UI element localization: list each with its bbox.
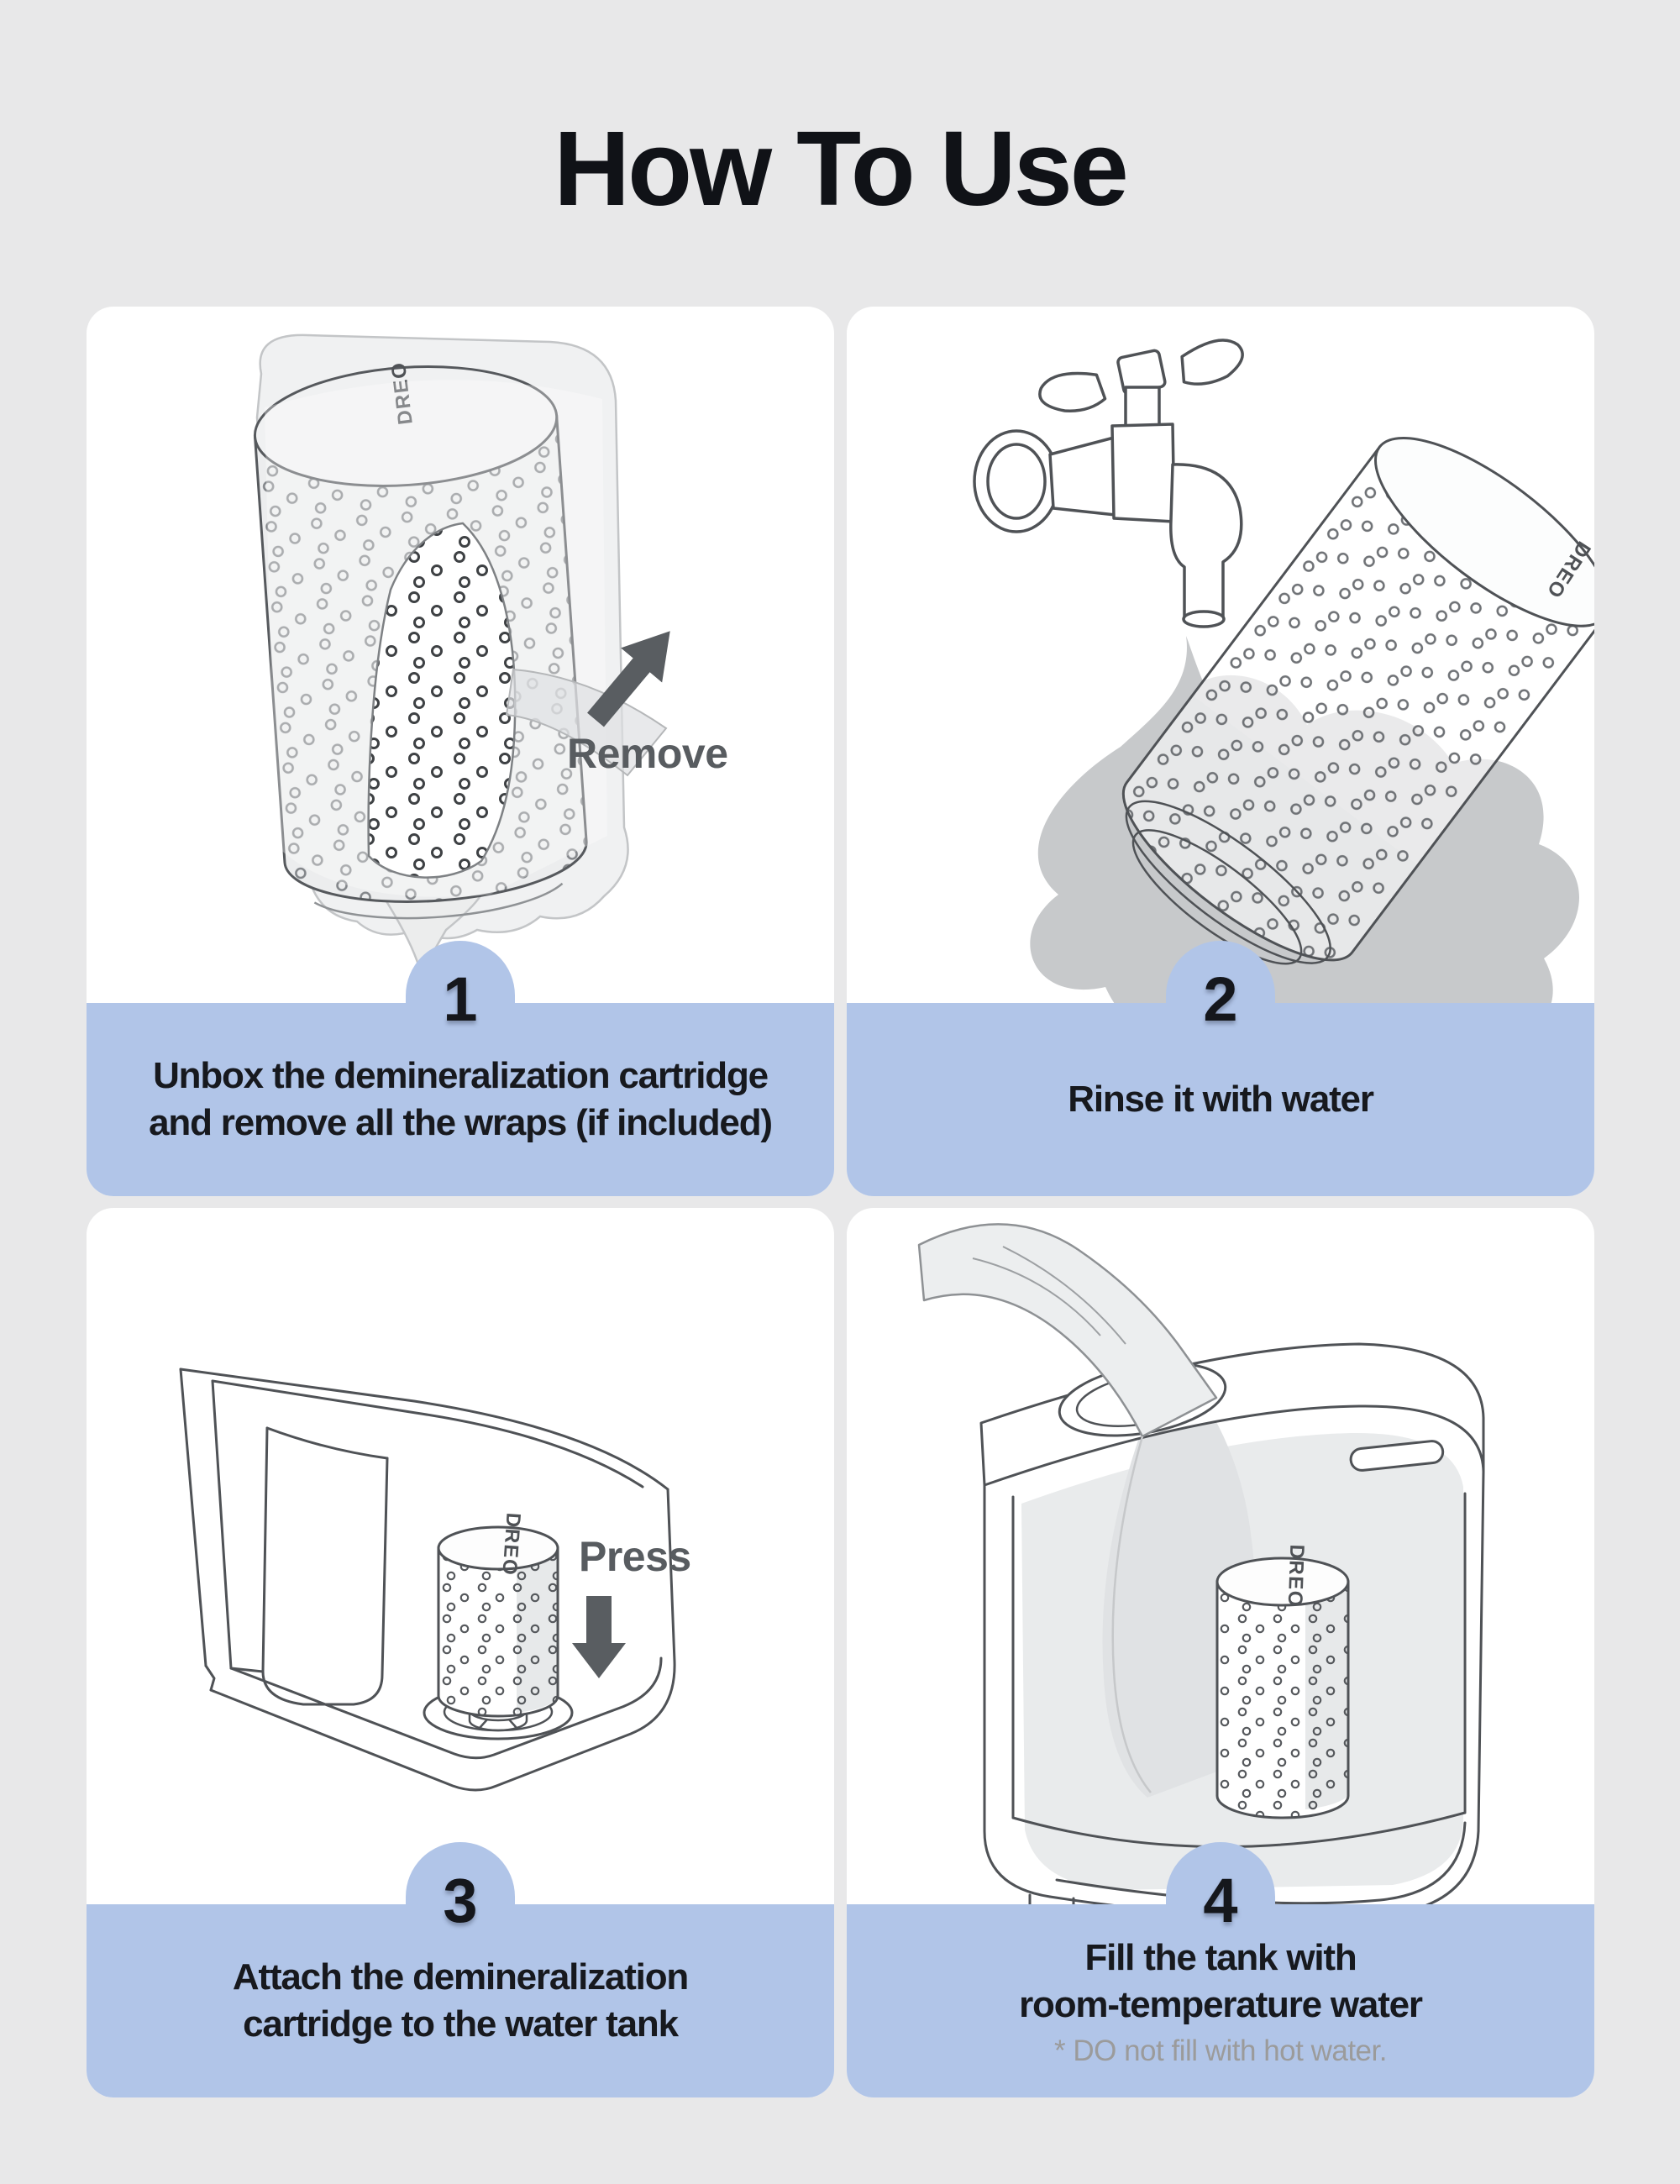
step1-illustration: DREO Remove	[87, 307, 834, 1003]
step-number: 4	[1203, 1866, 1238, 1935]
torn-wrap-window	[367, 522, 517, 879]
caption-text: Attach the demineralization cartridge to…	[232, 1956, 689, 2045]
water-stream	[917, 1223, 1218, 1793]
step2-illustration: DREO	[847, 307, 1594, 1003]
caption-text: Fill the tank with room-temperature wate…	[1019, 1936, 1423, 2025]
remove-label: Remove	[567, 730, 728, 777]
tank-walls	[983, 1470, 1485, 1904]
wrap-fold	[505, 668, 668, 777]
caption-note: * DO not fill with hot water.	[1054, 2034, 1387, 2067]
step-caption: Rinse it with water	[847, 1003, 1594, 1196]
arrow-down-icon	[572, 1596, 626, 1678]
step-panel-4: DREO 4 Fill the tank with room-temperatu…	[847, 1208, 1594, 2097]
faucet-icon	[973, 339, 1244, 628]
fill-tank-drawing: DREO	[917, 1223, 1485, 1904]
step-caption: Unbox the demineralization cartridge and…	[87, 1003, 834, 1196]
dreo-logo-text: DREO	[497, 1512, 524, 1577]
step-number: 1	[443, 964, 478, 1034]
cartridge-unwrap-drawing: DREO	[253, 333, 670, 977]
rinse-drawing: DREO	[973, 339, 1594, 1003]
caption-text: Unbox the demineralization cartridge and…	[149, 1055, 773, 1143]
step-number: 2	[1203, 964, 1238, 1034]
step3-illustration: DREO Press	[87, 1208, 834, 1904]
cartridge-in-tank: DREO	[1215, 1544, 1350, 1819]
attach-cartridge-drawing: DREO	[179, 1368, 676, 1792]
caption-text: Rinse it with water	[1068, 1079, 1374, 1121]
step-panel-2: DREO 2 Rinse it with water	[847, 307, 1594, 1196]
step-caption: Fill the tank with room-temperature wate…	[847, 1904, 1594, 2097]
step-number: 3	[443, 1866, 478, 1935]
cartridge-upright: DREO	[437, 1512, 559, 1718]
step-panel-3: DREO Press 3 Attach the demineralization…	[87, 1208, 834, 2097]
step-panel-1: DREO Remove 1 Unbox the demineralization…	[87, 307, 834, 1196]
handle-slot	[1349, 1440, 1445, 1472]
step4-illustration: DREO	[847, 1208, 1594, 1904]
tilted-cartridge: DREO	[1121, 436, 1594, 965]
dreo-logo-text: DREO	[1284, 1544, 1309, 1608]
arrow-up-right-icon	[587, 631, 670, 727]
step-caption: Attach the demineralization cartridge to…	[87, 1904, 834, 2097]
page-title: How To Use	[554, 109, 1129, 228]
press-label: Press	[579, 1533, 691, 1580]
water-tank-interior	[179, 1368, 676, 1792]
